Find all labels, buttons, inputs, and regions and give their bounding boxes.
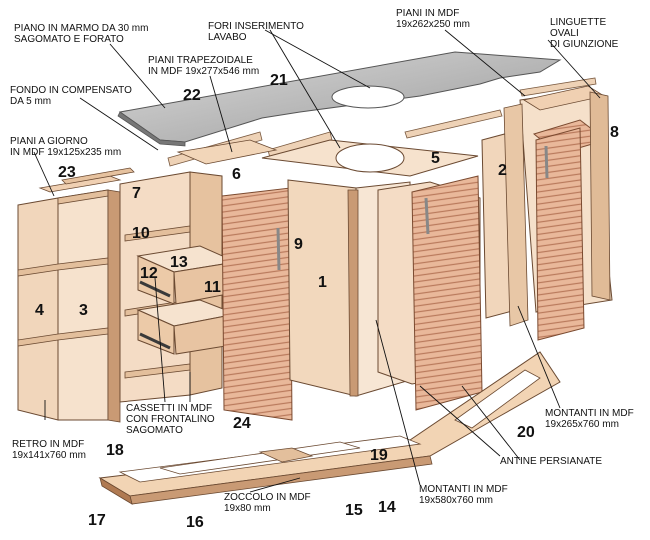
part-number-23: 23 bbox=[58, 164, 76, 181]
door-handle-left bbox=[276, 227, 281, 271]
door-handle-center bbox=[424, 197, 430, 235]
label-piano-marmo: PIANO IN MARMO DA 30 mm SAGOMATO E FORAT… bbox=[14, 23, 149, 45]
louvered-door-center bbox=[411, 175, 483, 411]
label-linguette: LINGUETTE OVALI DI GIUNZIONE bbox=[550, 17, 619, 50]
part-number-18: 18 bbox=[106, 442, 124, 459]
back-panels bbox=[167, 77, 597, 167]
part-number-21: 21 bbox=[270, 72, 288, 89]
door-handle-right bbox=[544, 145, 549, 179]
louvered-door-left bbox=[221, 187, 293, 421]
sink-hole-top bbox=[331, 85, 405, 109]
part-number-8: 8 bbox=[610, 124, 619, 141]
part-number-2: 2 bbox=[498, 162, 507, 179]
part-number-24: 24 bbox=[233, 415, 251, 432]
part-number-20: 20 bbox=[517, 424, 535, 441]
part-number-1: 1 bbox=[318, 274, 327, 291]
part-number-3: 3 bbox=[79, 302, 88, 319]
part-number-15: 15 bbox=[345, 502, 363, 519]
drawer-lower bbox=[136, 299, 239, 355]
part-number-17: 17 bbox=[88, 512, 106, 529]
part-number-11: 11 bbox=[204, 279, 221, 296]
part-number-4: 4 bbox=[35, 302, 44, 319]
marble-top bbox=[117, 51, 562, 147]
part-number-5: 5 bbox=[431, 150, 440, 167]
label-montanti-265: MONTANTI IN MDF 19x265x760 mm bbox=[545, 408, 634, 430]
sink-hole-shelf bbox=[335, 143, 405, 173]
label-fondo-compensato: FONDO IN COMPENSATO DA 5 mm bbox=[10, 85, 132, 107]
label-fori-lavabo: FORI INSERIMENTO LAVABO bbox=[208, 21, 304, 43]
label-piani-trapezoidale: PIANI TRAPEZOIDALE IN MDF 19x277x546 mm bbox=[148, 55, 260, 77]
label-piani-mdf: PIANI IN MDF 19x262x250 mm bbox=[396, 8, 470, 30]
part-number-12: 12 bbox=[140, 265, 158, 282]
label-montanti-580: MONTANTI IN MDF 19x580x760 mm bbox=[419, 484, 508, 506]
part-number-6: 6 bbox=[232, 166, 241, 183]
drawer-slide-lower bbox=[139, 332, 171, 350]
label-piani-giorno: PIANI A GIORNO IN MDF 19x125x235 mm bbox=[10, 136, 122, 158]
plinth-frame bbox=[98, 351, 561, 505]
leader-lines bbox=[33, 29, 601, 493]
part-number-10: 10 bbox=[132, 225, 150, 242]
label-cassetti: CASSETTI IN MDF CON FRONTALINO SAGOMATO bbox=[126, 403, 215, 436]
label-zoccolo: ZOCCOLO IN MDF 19x80 mm bbox=[224, 492, 311, 514]
part-number-19: 19 bbox=[370, 447, 388, 464]
label-antine: ANTINE PERSIANATE bbox=[500, 456, 603, 467]
drawer-slide-upper bbox=[139, 280, 171, 298]
open-shelf-unit bbox=[17, 167, 135, 423]
part-number-14: 14 bbox=[378, 499, 396, 516]
part-number-7: 7 bbox=[132, 185, 141, 202]
part-number-9: 9 bbox=[294, 236, 303, 253]
part-number-22: 22 bbox=[183, 87, 201, 104]
label-retro-mdf: RETRO IN MDF 19x141x760 mm bbox=[12, 439, 86, 461]
part-number-13: 13 bbox=[170, 254, 188, 271]
right-cabinet bbox=[503, 85, 613, 341]
part-number-16: 16 bbox=[186, 514, 204, 531]
drawer-upper bbox=[136, 245, 239, 305]
